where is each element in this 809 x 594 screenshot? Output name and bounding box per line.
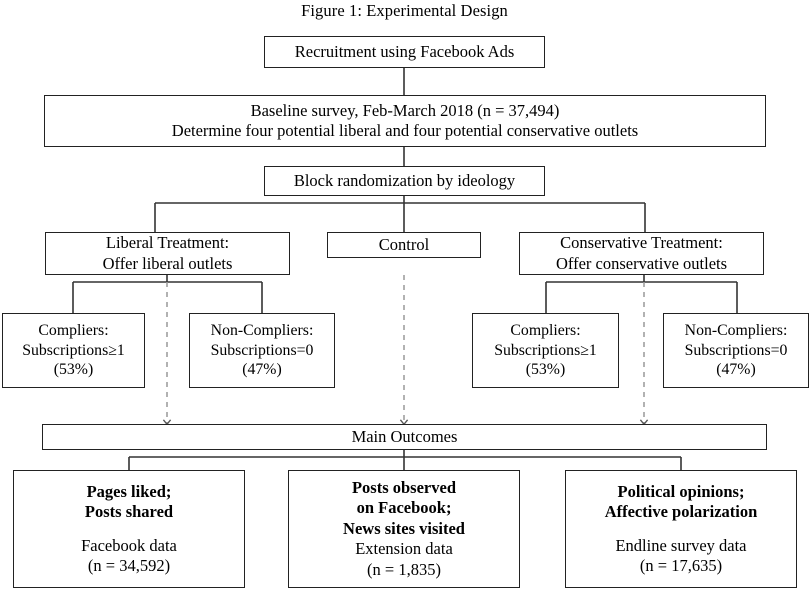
node-outcome-survey-line-2: Affective polarization	[604, 502, 758, 522]
node-conservative-compliers-line-2: Subscriptions≥1	[494, 341, 597, 359]
node-outcome-extension-line-2: on Facebook;	[356, 498, 452, 518]
node-liberal-treatment-line-2: Offer liberal outlets	[102, 253, 233, 273]
node-outcome-facebook-line-1: Pages liked;	[86, 481, 172, 501]
node-liberal-treatment-line-1: Liberal Treatment:	[105, 233, 230, 253]
node-conservative-noncompliers-line-1: Non-Compliers:	[684, 322, 788, 340]
node-liberal-compliers[interactable]: Compliers: Subscriptions≥1 (53%)	[2, 313, 145, 388]
node-liberal-compliers-line-1: Compliers:	[38, 322, 109, 340]
node-outcome-facebook-line-2: Posts shared	[84, 502, 174, 522]
node-recruitment-line-1: Recruitment using Facebook Ads	[294, 41, 515, 61]
node-liberal-compliers-line-2: Subscriptions≥1	[22, 341, 125, 359]
node-conservative-compliers[interactable]: Compliers: Subscriptions≥1 (53%)	[472, 313, 619, 388]
node-recruitment[interactable]: Recruitment using Facebook Ads	[264, 36, 545, 68]
node-baseline-line-1: Baseline survey, Feb-March 2018 (n = 37,…	[250, 100, 560, 120]
node-outcome-extension[interactable]: Posts observed on Facebook; News sites v…	[288, 470, 520, 588]
figure-title: Figure 1: Experimental Design	[301, 1, 508, 20]
node-liberal-treatment[interactable]: Liberal Treatment: Offer liberal outlets	[45, 232, 290, 275]
node-conservative-compliers-line-3: (53%)	[525, 361, 566, 379]
node-conservative-treatment-line-2: Offer conservative outlets	[555, 253, 728, 273]
node-outcome-extension-source: Extension data	[355, 539, 453, 559]
node-outcome-extension-line-3: News sites visited	[343, 518, 465, 538]
node-outcome-extension-n: (n = 1,835)	[367, 559, 441, 579]
node-outcome-survey-line-1: Political opinions;	[617, 481, 745, 501]
node-liberal-noncompliers-line-1: Non-Compliers:	[210, 322, 314, 340]
node-conservative-noncompliers-line-2: Subscriptions=0	[684, 341, 788, 359]
node-outcome-survey-n: (n = 17,635)	[639, 555, 723, 575]
node-main-outcomes-line-1: Main Outcomes	[351, 426, 458, 446]
node-baseline-survey[interactable]: Baseline survey, Feb-March 2018 (n = 37,…	[44, 95, 766, 147]
node-conservative-noncompliers-line-3: (47%)	[716, 361, 756, 379]
node-liberal-noncompliers-line-3: (47%)	[242, 361, 282, 379]
node-outcome-survey[interactable]: Political opinions; Affective polarizati…	[565, 470, 797, 588]
node-conservative-treatment[interactable]: Conservative Treatment: Offer conservati…	[519, 232, 764, 275]
node-block-randomization[interactable]: Block randomization by ideology	[264, 166, 545, 196]
node-main-outcomes[interactable]: Main Outcomes	[42, 424, 767, 450]
node-liberal-compliers-line-3: (53%)	[53, 361, 94, 379]
node-liberal-noncompliers-line-2: Subscriptions=0	[210, 341, 314, 359]
node-outcome-facebook-source: Facebook data	[81, 535, 177, 555]
node-outcome-facebook-n: (n = 34,592)	[87, 555, 171, 575]
node-outcome-extension-line-1: Posts observed	[351, 477, 457, 497]
node-outcome-facebook[interactable]: Pages liked; Posts shared Facebook data …	[13, 470, 245, 588]
node-control-line-1: Control	[378, 234, 430, 254]
node-outcome-survey-source: Endline survey data	[615, 535, 747, 555]
node-conservative-noncompliers[interactable]: Non-Compliers: Subscriptions=0 (47%)	[663, 313, 809, 388]
node-control[interactable]: Control	[327, 232, 481, 258]
node-conservative-treatment-line-1: Conservative Treatment:	[560, 233, 723, 253]
node-liberal-noncompliers[interactable]: Non-Compliers: Subscriptions=0 (47%)	[189, 313, 335, 388]
node-randomization-line-1: Block randomization by ideology	[293, 170, 516, 190]
node-baseline-line-2: Determine four potential liberal and fou…	[171, 121, 639, 140]
node-conservative-compliers-line-1: Compliers:	[510, 322, 581, 340]
